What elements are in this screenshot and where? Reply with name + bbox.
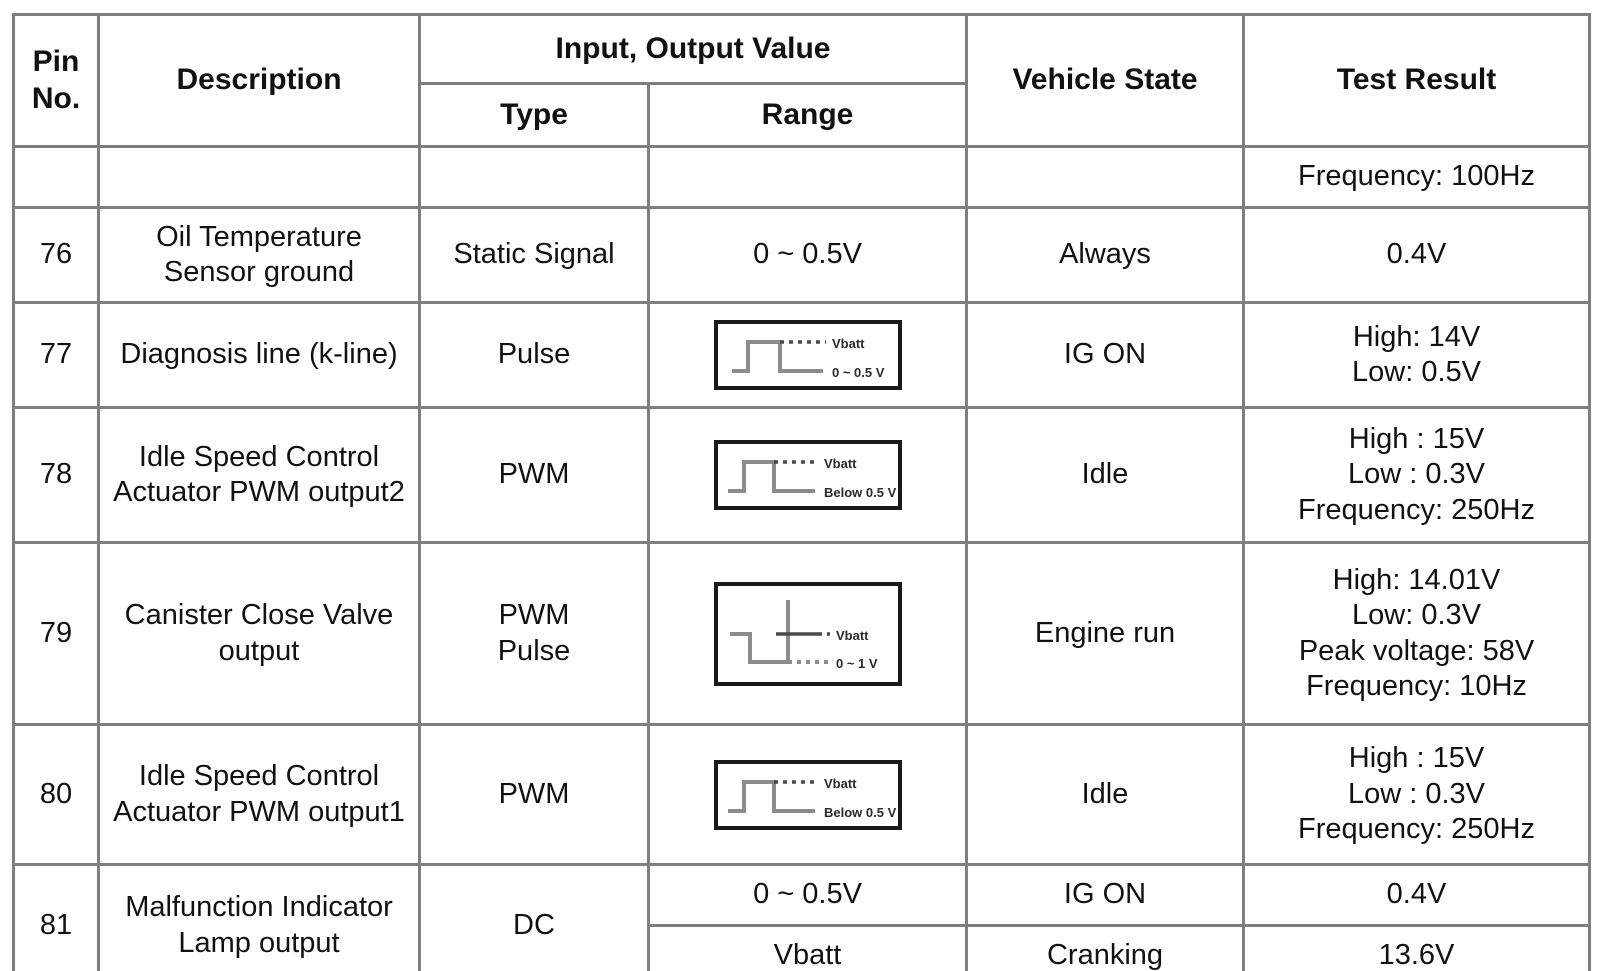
table-header-row-secondary: Type Range xyxy=(14,82,1590,148)
cell-description: Oil Temperature Sensor ground xyxy=(97,206,421,304)
waveform-top-label: Vbatt xyxy=(824,456,857,471)
cell-range: Vbatt Below 0.5 V xyxy=(646,406,969,544)
table-row: 77 Diagnosis line (k-line) Pulse Vbatt 0… xyxy=(12,301,1592,409)
table-row: Frequency: 100Hz xyxy=(12,145,1592,209)
pulse-low-spike-waveform-icon: Vbatt 0 ~ 1 V xyxy=(729,599,878,671)
cell-vehicle-state: Always xyxy=(965,206,1246,304)
waveform-box: Vbatt Below 0.5 V xyxy=(713,759,902,830)
column-header-input-output-value: Input, Output Value xyxy=(417,13,969,85)
cell-vehicle-state: IG ON xyxy=(965,863,1246,927)
waveform-box: Vbatt Below 0.5 V xyxy=(713,440,902,510)
cell-vehicle-state xyxy=(965,145,1246,209)
table-row: 79 Canister Close Valve output PWM Pulse xyxy=(12,541,1592,726)
cell-range xyxy=(646,145,969,209)
cell-vehicle-state: Cranking xyxy=(965,924,1246,971)
column-header-pin-no: Pin No. xyxy=(12,13,100,148)
cell-pin-no xyxy=(12,145,100,209)
waveform-box: Vbatt 0 ~ 1 V xyxy=(713,581,902,686)
cell-test-result: High : 15V Low : 0.3V Frequency: 250Hz xyxy=(1242,723,1592,866)
table-row: 80 Idle Speed Control Actuator PWM outpu… xyxy=(12,723,1592,866)
cell-type: Pulse xyxy=(418,301,650,409)
cell-description: Idle Speed Control Actuator PWM output1 xyxy=(97,723,421,866)
cell-test-result: High: 14.01V Low: 0.3V Peak voltage: 58V… xyxy=(1242,541,1592,726)
cell-description xyxy=(97,145,421,209)
table-row: 81 Malfunction Indicator Lamp output DC … xyxy=(12,863,1592,971)
cell-pin-no: 78 xyxy=(12,406,100,544)
cell-range: Vbatt 0 ~ 0.5 V xyxy=(646,301,969,409)
cell-vehicle-state: IG ON xyxy=(965,301,1246,409)
cell-range: Vbatt Below 0.5 V xyxy=(646,723,969,866)
cell-range: 0 ~ 0.5V xyxy=(646,863,969,927)
table-row: 78 Idle Speed Control Actuator PWM outpu… xyxy=(12,406,1592,544)
cell-type xyxy=(418,145,650,209)
cell-vehicle-state: Engine run xyxy=(965,541,1246,726)
pulse-high-waveform-icon: Vbatt Below 0.5 V xyxy=(727,776,897,820)
cell-pin-no: 76 xyxy=(12,206,100,304)
cell-test-result: 0.4V xyxy=(1242,206,1592,304)
cell-type: PWM xyxy=(418,406,650,544)
cell-pin-no: 79 xyxy=(12,541,100,726)
cell-range: Vbatt 0 ~ 1 V xyxy=(646,541,969,726)
cell-test-result: 0.4V xyxy=(1242,863,1592,927)
table-row: Vbatt Cranking 13.6V xyxy=(14,924,1592,971)
cell-type: Static Signal xyxy=(418,206,650,304)
cell-pin-no: 80 xyxy=(12,723,100,866)
cell-test-result: 13.6V xyxy=(1242,924,1592,971)
cell-description: Malfunction Indicator Lamp output xyxy=(97,863,421,971)
waveform-top-label: Vbatt xyxy=(836,628,869,643)
cell-test-result: High : 15V Low : 0.3V Frequency: 250Hz xyxy=(1242,406,1592,544)
waveform-top-label: Vbatt xyxy=(832,336,865,351)
cell-description: Canister Close Valve output xyxy=(97,541,421,726)
cell-vehicle-state: Idle xyxy=(965,723,1246,866)
waveform-diagram-pin78: Vbatt Below 0.5 V xyxy=(654,440,961,510)
cell-type: PWM xyxy=(418,723,650,866)
column-header-test-result: Test Result xyxy=(1242,13,1592,148)
cell-type: DC xyxy=(418,863,650,971)
cell-range: Vbatt xyxy=(646,924,969,971)
cell-description: Idle Speed Control Actuator PWM output2 xyxy=(97,406,421,544)
pulse-high-waveform-icon: Vbatt 0 ~ 0.5 V xyxy=(731,336,885,380)
cell-description: Diagnosis line (k-line) xyxy=(97,301,421,409)
cell-type: PWM Pulse xyxy=(418,541,650,726)
waveform-box: Vbatt 0 ~ 0.5 V xyxy=(713,320,902,390)
waveform-bottom-label: 0 ~ 1 V xyxy=(836,656,878,671)
waveform-diagram-pin80: Vbatt Below 0.5 V xyxy=(654,759,961,830)
waveform-diagram-pin79: Vbatt 0 ~ 1 V xyxy=(654,581,961,686)
cell-test-result: High: 14V Low: 0.5V xyxy=(1242,301,1592,409)
waveform-top-label: Vbatt xyxy=(824,776,857,791)
column-header-range: Range xyxy=(646,82,969,148)
waveform-bottom-label: 0 ~ 0.5 V xyxy=(832,365,885,380)
column-header-type: Type xyxy=(418,82,650,148)
column-header-description: Description xyxy=(97,13,421,148)
cell-range: 0 ~ 0.5V xyxy=(646,206,969,304)
waveform-bottom-label: Below 0.5 V xyxy=(824,485,897,500)
table-row: 76 Oil Temperature Sensor ground Static … xyxy=(12,206,1592,304)
cell-vehicle-state: Idle xyxy=(965,406,1246,544)
cell-pin-no: 77 xyxy=(12,301,100,409)
waveform-diagram-pin77: Vbatt 0 ~ 0.5 V xyxy=(654,320,961,390)
ecu-pin-specification-table: Pin No. Description Input, Output Value … xyxy=(12,13,1592,971)
cell-test-result: Frequency: 100Hz xyxy=(1242,145,1592,209)
cell-pin-no: 81 xyxy=(12,863,100,971)
pulse-high-waveform-icon: Vbatt Below 0.5 V xyxy=(727,456,897,500)
table-header-row-primary: Pin No. Description Input, Output Value … xyxy=(12,13,1592,148)
waveform-bottom-label: Below 0.5 V xyxy=(824,805,897,820)
column-header-vehicle-state: Vehicle State xyxy=(965,13,1246,148)
